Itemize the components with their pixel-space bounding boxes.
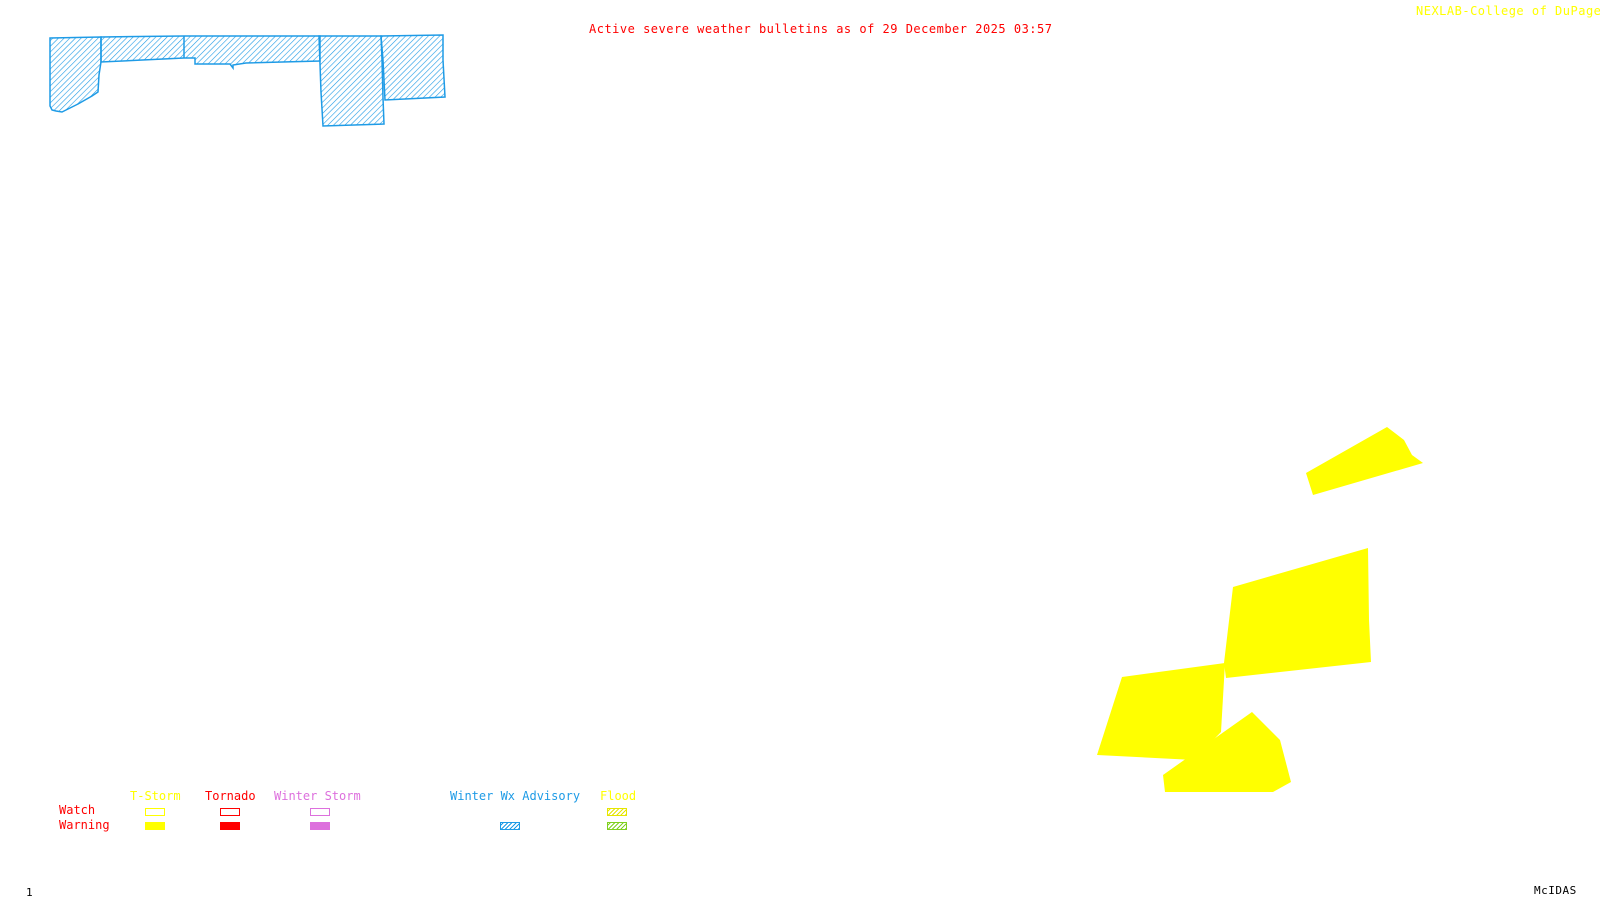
legend-winter-wx-advisory-swatch (500, 822, 520, 830)
legend-winter-storm-label: Winter Storm (274, 789, 361, 803)
bulletin-title: Active severe weather bulletins as of 29… (589, 22, 1053, 36)
winter-wx-advisory-area (49, 34, 446, 127)
legend-flood-label: Flood (600, 789, 637, 803)
legend-tstorm-watch-swatch (145, 808, 165, 816)
legend-tornado-watch-swatch (220, 808, 240, 816)
advisory-zone-east (380, 34, 446, 101)
legend-flood-watch-swatch (607, 808, 627, 816)
advisory-zone-west (49, 36, 102, 113)
credit-text: NEXLAB-College of DuPage (1416, 4, 1600, 18)
software-label: McIDAS (1534, 884, 1577, 897)
legend-winter-wx-advisory-label: Winter Wx Advisory (450, 789, 581, 803)
legend-winter-storm-warning-swatch (310, 822, 330, 830)
tstorm-warning-polygon-2 (1224, 548, 1371, 678)
legend-winter-storm-watch-swatch (310, 808, 330, 816)
tstorm-warning-polygon-3 (1097, 663, 1225, 760)
legend-tstorm-label: T-Storm (130, 789, 181, 803)
advisory-zone-strip (100, 35, 321, 71)
tstorm-warning-areas (1097, 427, 1423, 792)
legend-tornado-warning-swatch (220, 822, 240, 830)
tstorm-warning-polygon-1 (1306, 427, 1423, 495)
advisory-zone-column (318, 35, 385, 127)
credit-label: NEXLAB-College of DuPage ◱ (1416, 4, 1600, 18)
tstorm-warning-polygon-4 (1163, 712, 1291, 792)
legend-row-watch: Watch (59, 803, 96, 817)
legend-flood-warning-swatch (607, 822, 627, 830)
legend-row-warning: Warning (59, 818, 110, 832)
legend-tstorm-warning-swatch (145, 822, 165, 830)
legend-tornado-label: Tornado (205, 789, 256, 803)
frame-number: 1 (26, 886, 34, 899)
